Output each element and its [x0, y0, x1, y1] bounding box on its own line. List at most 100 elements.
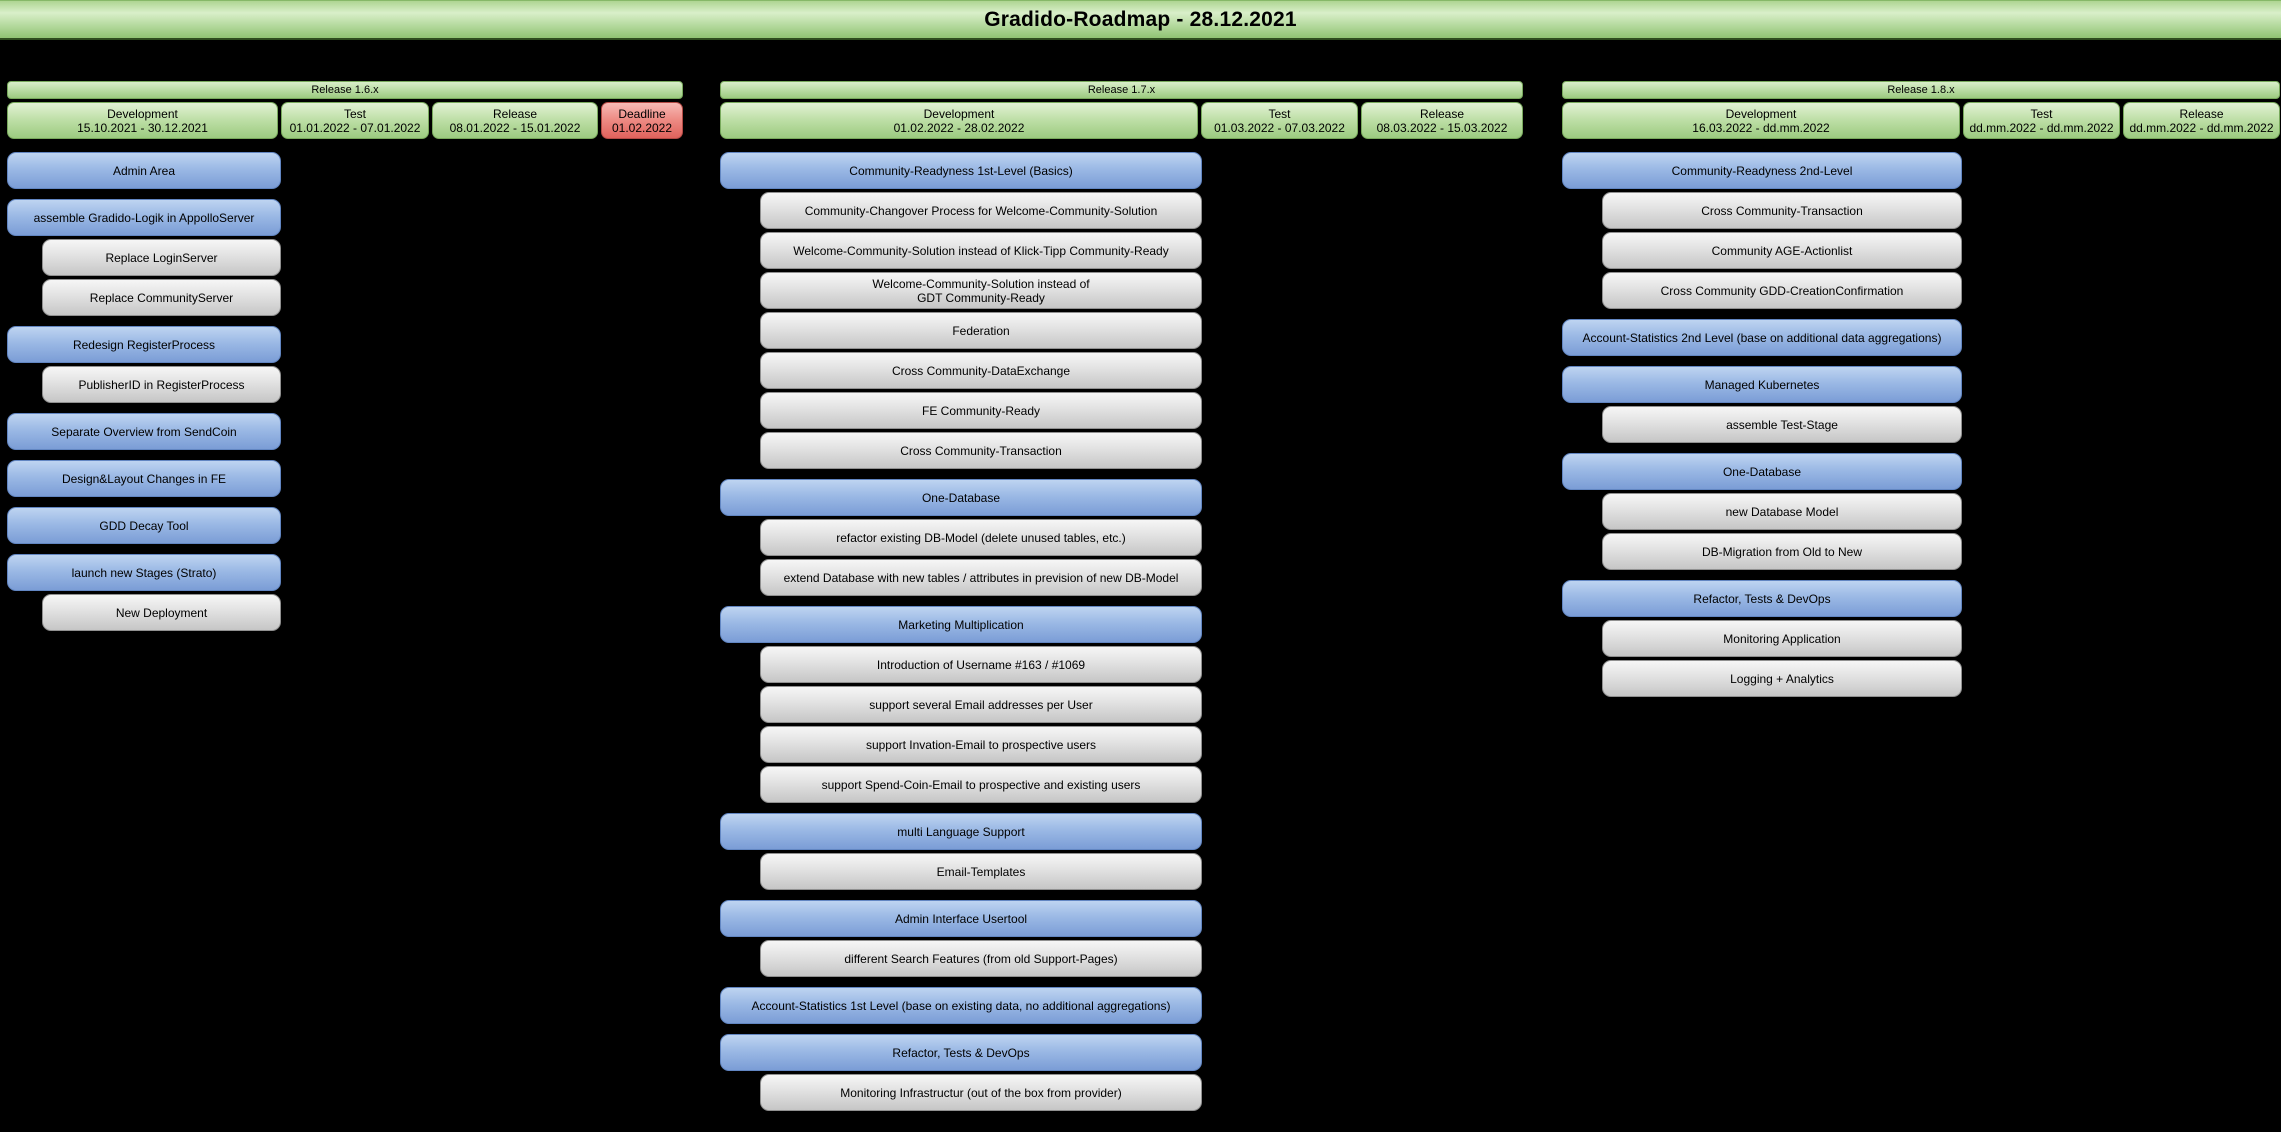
task-list: Admin Area assemble Gradido-Logik in Appo…	[7, 152, 281, 631]
task-parent: Admin Area	[7, 152, 281, 189]
task-group: Account-Statistics 1st Level (base on ex…	[720, 987, 1202, 1024]
task-parent: GDD Decay Tool	[7, 507, 281, 544]
task-child: new Database Model	[1602, 493, 1962, 530]
phase-dates: 08.03.2022 - 15.03.2022	[1376, 120, 1508, 135]
phase-label: Development	[1725, 106, 1797, 121]
task-child: Cross Community-Transaction	[1602, 192, 1962, 229]
task-child: Cross Community-DataExchange	[760, 352, 1202, 389]
task-group: Separate Overview from SendCoin	[7, 413, 281, 450]
task-parent: Separate Overview from SendCoin	[7, 413, 281, 450]
phase-dates: 08.01.2022 - 15.01.2022	[449, 120, 581, 135]
phase-label: Release	[2179, 106, 2224, 121]
task-parent: Account-Statistics 1st Level (base on ex…	[720, 987, 1202, 1024]
phase-dates: 01.02.2022	[611, 120, 673, 135]
task-parent: Marketing Multiplication	[720, 606, 1202, 643]
phase-dates: 15.10.2021 - 30.12.2021	[77, 120, 208, 135]
task-child: assemble Test-Stage	[1602, 406, 1962, 443]
task-child: Federation	[760, 312, 1202, 349]
task-child: support several Email addresses per User	[760, 686, 1202, 723]
task-child: refactor existing DB-Model (delete unuse…	[760, 519, 1202, 556]
task-parent: Admin Interface Usertool	[720, 900, 1202, 937]
task-child: support Spend-Coin-Email to prospective …	[760, 766, 1202, 803]
task-parent: One-Database	[720, 479, 1202, 516]
task-child: Replace LoginServer	[42, 239, 281, 276]
task-child: Introduction of Username #163 / #1069	[760, 646, 1202, 683]
task-child: Welcome-Community-Solution instead of Kl…	[760, 232, 1202, 269]
task-parent: Managed Kubernetes	[1562, 366, 1962, 403]
task-child: Cross Community-Transaction	[760, 432, 1202, 469]
task-group: Community-Readyness 1st-Level (Basics)Co…	[720, 152, 1202, 469]
task-group: Design&Layout Changes in FE	[7, 460, 281, 497]
title-bar: Gradido-Roadmap - 28.12.2021	[0, 0, 2281, 40]
task-group: Account-Statistics 2nd Level (base on ad…	[1562, 319, 1962, 356]
release-header: Release 1.7.x	[720, 81, 1523, 99]
task-parent: launch new Stages (Strato)	[7, 554, 281, 591]
task-parent: Community-Readyness 2nd-Level	[1562, 152, 1962, 189]
task-child: support Invation-Email to prospective us…	[760, 726, 1202, 763]
task-child: Cross Community GDD-CreationConfirmation	[1602, 272, 1962, 309]
task-child: Welcome-Community-Solution instead of GD…	[760, 272, 1202, 309]
phase-dates: dd.mm.2022 - dd.mm.2022	[2129, 120, 2274, 135]
phase-dates: 01.03.2022 - 07.03.2022	[1214, 120, 1345, 135]
task-group: GDD Decay Tool	[7, 507, 281, 544]
task-child: different Search Features (from old Supp…	[760, 940, 1202, 977]
task-child: Community AGE-Actionlist	[1602, 232, 1962, 269]
page-title: Gradido-Roadmap - 28.12.2021	[984, 7, 1297, 31]
task-list: Community-Readyness 1st-Level (Basics)Co…	[720, 152, 1202, 1111]
phase-dates: 01.02.2022 - 28.02.2022	[893, 120, 1025, 135]
task-parent: One-Database	[1562, 453, 1962, 490]
task-child: Community-Changover Process for Welcome-…	[760, 192, 1202, 229]
task-group: Admin Area	[7, 152, 281, 189]
release-header: Release 1.6.x	[7, 81, 683, 99]
task-child: Logging + Analytics	[1602, 660, 1962, 697]
task-parent: Design&Layout Changes in FE	[7, 460, 281, 497]
task-child: Email-Templates	[760, 853, 1202, 890]
task-child: Monitoring Infrastructur (out of the box…	[760, 1074, 1202, 1111]
release-header: Release 1.8.x	[1562, 81, 2280, 99]
task-parent: Refactor, Tests & DevOps	[720, 1034, 1202, 1071]
phase-label: Test	[343, 106, 366, 121]
phase-dates: dd.mm.2022 - dd.mm.2022	[1969, 120, 2114, 135]
task-parent: multi Language Support	[720, 813, 1202, 850]
task-parent: assemble Gradido-Logik in AppolloServer	[7, 199, 281, 236]
phase-label: Development	[107, 106, 178, 121]
phase-label: Test	[1268, 106, 1291, 121]
task-child: Monitoring Application	[1602, 620, 1962, 657]
phase-dates: 16.03.2022 - dd.mm.2022	[1692, 120, 1830, 135]
task-parent: Refactor, Tests & DevOps	[1562, 580, 1962, 617]
task-child: New Deployment	[42, 594, 281, 631]
phase-label: Deadline	[618, 106, 666, 121]
task-child: DB-Migration from Old to New	[1602, 533, 1962, 570]
phase-label: Release	[1419, 106, 1465, 121]
phase-dates: 01.01.2022 - 07.01.2022	[289, 120, 421, 135]
phase-label: Release	[492, 106, 538, 121]
task-child: extend Database with new tables / attrib…	[760, 559, 1202, 596]
phase-label: Development	[923, 106, 995, 121]
